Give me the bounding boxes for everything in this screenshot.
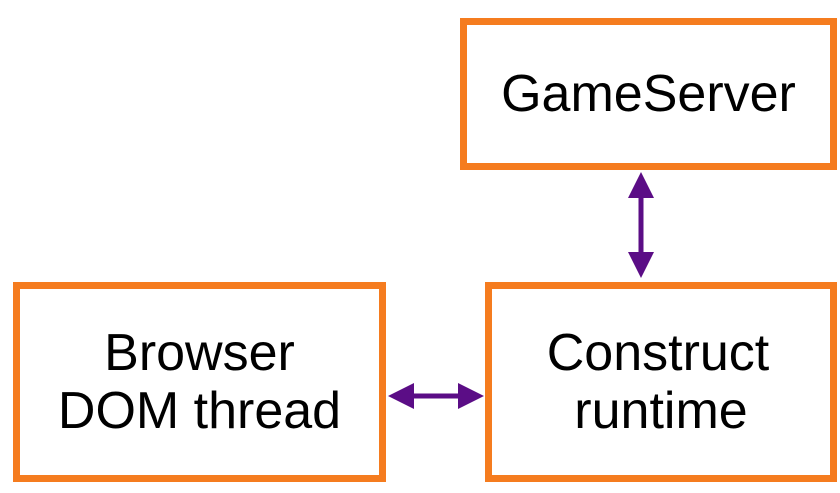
arrowhead-left — [388, 383, 414, 409]
construct-runtime-node: Construct runtime — [485, 282, 837, 482]
construct-label-line2: runtime — [574, 382, 748, 440]
gameserver-label: GameServer — [501, 64, 796, 123]
browser-label-line1: Browser — [104, 323, 295, 382]
arrowhead-down — [628, 252, 654, 278]
arrowhead-up — [628, 172, 654, 198]
construct-label-line1: Construct — [546, 323, 770, 382]
arrowhead-right — [458, 383, 484, 409]
browser-label-line2: DOM thread — [57, 382, 342, 440]
gameserver-node: GameServer — [460, 18, 837, 170]
gameserver-construct-bidirectional-arrow — [628, 172, 654, 278]
browser-construct-bidirectional-arrow — [388, 383, 484, 409]
browser-dom-thread-node: Browser DOM thread — [13, 282, 386, 482]
